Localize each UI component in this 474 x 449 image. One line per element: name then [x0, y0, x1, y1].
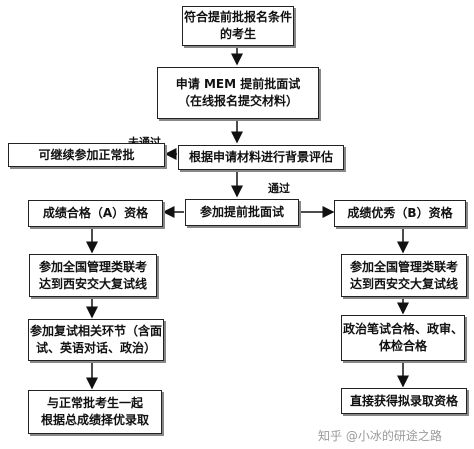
- evaluate-box: 根据申请材料进行背景评估: [178, 145, 344, 170]
- check-b-line-1: 政治笔试合格、政审、: [343, 322, 464, 336]
- check-b-box: 政治笔试合格、政审、 体检合格: [341, 315, 465, 361]
- check-b-line-2: 体检合格: [378, 339, 427, 353]
- final-a-line-1: 与正常批考生一起: [46, 396, 143, 410]
- interview-box: 参加提前批面试: [185, 199, 299, 226]
- final-b-line-1: 直接获得拟录取资格: [349, 393, 458, 408]
- apply-line-1: 申请 MEM 提前批面试: [175, 77, 301, 91]
- grade-a-box: 成绩合格（A）资格: [28, 200, 163, 227]
- final-a-line-2: 根据总成绩择优录取: [40, 413, 149, 427]
- final-b-box: 直接获得拟录取资格: [341, 388, 467, 414]
- exam-b-line-2: 达到西安交大复试线: [349, 276, 458, 291]
- grade-b-box: 成绩优秀（B）资格: [334, 200, 466, 227]
- apply-line-2: （在线报名提交材料）: [177, 94, 298, 108]
- eligible-box: 符合提前批报名条件 的考生: [182, 6, 294, 46]
- final-a-box: 与正常批考生一起 根据总成绩择优录取: [28, 390, 162, 434]
- eligible-line-1: 符合提前批报名条件: [184, 10, 293, 24]
- retest-a-line-1: 参加复试相关环节（含面: [30, 324, 163, 338]
- regular-box: 可继续参加正常批: [8, 143, 165, 167]
- eligible-line-2: 的考生: [219, 27, 256, 41]
- apply-box: 申请 MEM 提前批面试 （在线报名提交材料）: [157, 67, 319, 119]
- passed-label: 通过: [268, 182, 290, 195]
- exam-a-line-1: 参加全国管理类联考: [38, 259, 147, 274]
- exam-a-box: 参加全国管理类联考 达到西安交大复试线: [29, 254, 157, 297]
- exam-a-line-2: 达到西安交大复试线: [38, 276, 147, 291]
- grade-b-line-1: 成绩优秀（B）资格: [347, 206, 453, 220]
- interview-line-1: 参加提前批面试: [199, 205, 284, 219]
- exam-b-box: 参加全国管理类联考 达到西安交大复试线: [341, 254, 467, 297]
- watermark: 知乎 @小冰的研途之路: [318, 429, 442, 443]
- exam-b-line-1: 参加全国管理类联考: [349, 259, 458, 274]
- retest-a-line-2: 试、英语对话、政治）: [35, 341, 156, 355]
- regular-line-1: 可继续参加正常批: [38, 147, 135, 162]
- grade-a-line-1: 成绩合格（A）资格: [42, 206, 149, 220]
- retest-a-box: 参加复试相关环节（含面 试、英语对话、政治）: [28, 319, 164, 361]
- evaluate-line-1: 根据申请材料进行背景评估: [188, 150, 333, 164]
